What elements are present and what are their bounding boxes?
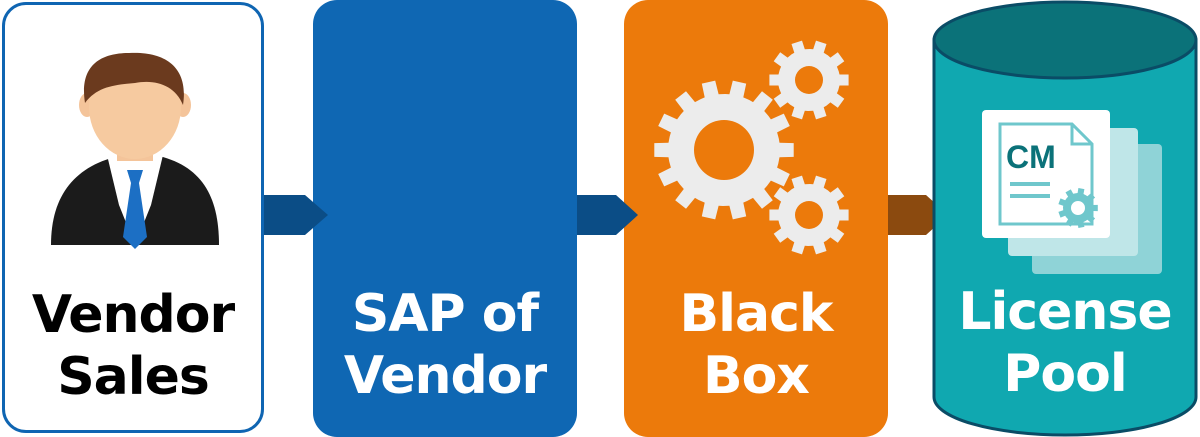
arrow-vendor-to-sap <box>264 195 328 235</box>
black-box-label: Black Box <box>624 283 888 407</box>
small-gear-icon <box>769 40 849 120</box>
sap-of-vendor-node: SAP of Vendor <box>313 0 577 437</box>
license-document-icon: CM <box>982 110 1162 274</box>
vendor-sales-node: Vendor Sales <box>2 2 264 433</box>
license-gear-icon <box>1058 188 1098 228</box>
sap-of-vendor-line1: SAP of <box>351 284 539 344</box>
sap-of-vendor-line2: Vendor <box>343 346 547 406</box>
gears-icon <box>654 40 849 255</box>
small-gear-icon <box>769 175 849 255</box>
license-pool-line2: Pool <box>1003 344 1127 404</box>
license-icon-text: CM <box>1006 139 1056 175</box>
license-pool-label: License Pool <box>930 281 1200 405</box>
license-pool-line1: License <box>958 282 1172 342</box>
arrow-sap-to-blackbox <box>577 195 638 235</box>
vendor-sales-line2: Sales <box>57 347 210 407</box>
vendor-sales-label: Vendor Sales <box>5 284 261 408</box>
black-box-node: Black Box <box>624 0 888 437</box>
sap-of-vendor-label: SAP of Vendor <box>313 283 577 407</box>
large-gear-icon <box>654 80 794 220</box>
vendor-sales-line1: Vendor <box>31 285 235 345</box>
black-box-line1: Black <box>679 284 834 344</box>
businessman-icon <box>51 52 219 249</box>
black-box-line2: Box <box>703 346 810 406</box>
